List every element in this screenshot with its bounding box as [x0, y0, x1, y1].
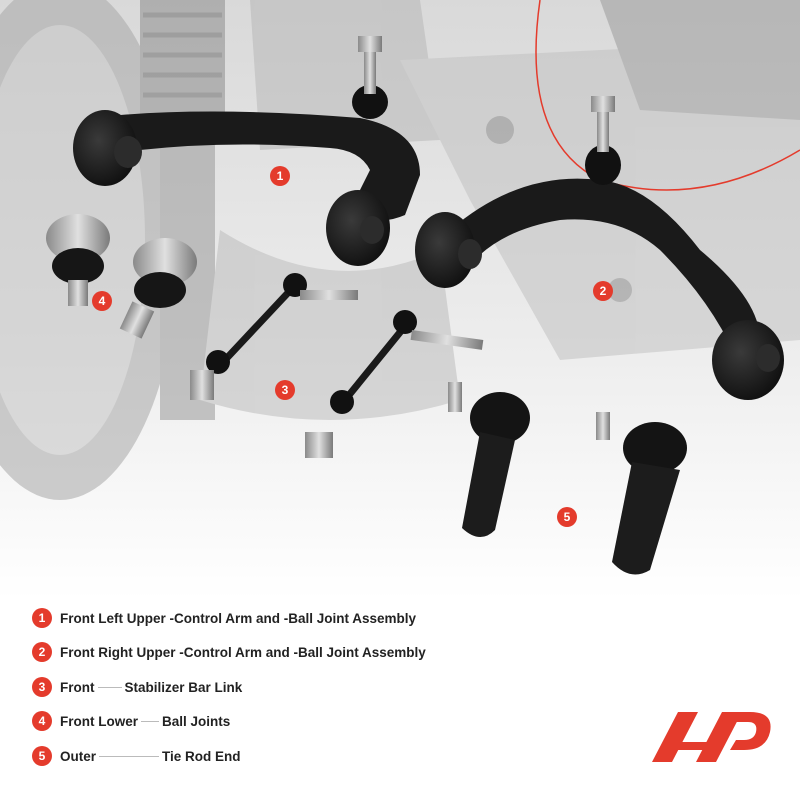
legend-number-5: 5	[32, 746, 52, 766]
legend-divider-4	[141, 720, 159, 722]
legend-label-5-suffix: Tie Rod End	[162, 748, 241, 764]
right-upper-control-arm	[415, 96, 784, 400]
legend-number-2: 2	[32, 642, 52, 662]
lower-ball-joints	[46, 214, 197, 339]
stabilizer-bar-links	[190, 273, 484, 458]
legend-item-3: 3 Front Stabilizer Bar Link	[32, 676, 242, 698]
legend-number-3: 3	[32, 677, 52, 697]
marker-5: 5	[557, 507, 577, 527]
tie-rod-ends	[448, 382, 687, 575]
marker-3: 3	[275, 380, 295, 400]
legend-number-4: 4	[32, 711, 52, 731]
legend-label-5-prefix: Outer	[60, 748, 97, 764]
legend-item-4: 4 Front Lower Ball Joints	[32, 710, 230, 732]
left-upper-control-arm	[73, 36, 420, 266]
legend-divider-3	[97, 686, 122, 688]
a-premium-logo	[652, 712, 771, 762]
legend-divider-5	[99, 755, 160, 757]
legend-label-3-prefix: Front	[60, 679, 95, 695]
marker-2: 2	[593, 281, 613, 301]
legend-item-5: 5 Outer Tie Rod End	[32, 745, 241, 767]
legend-label-4-prefix: Front Lower	[60, 713, 138, 729]
legend-number-1: 1	[32, 608, 52, 628]
legend-label-4-suffix: Ball Joints	[162, 713, 231, 729]
legend-label-1: Front Left Upper -Control Arm and -Ball …	[60, 610, 417, 626]
parts-photo	[0, 0, 800, 600]
legend-label-3-suffix: Stabilizer Bar Link	[124, 679, 243, 695]
marker-4: 4	[92, 291, 112, 311]
legend-label-2: Front Right Upper -Control Arm and -Ball…	[60, 644, 426, 660]
legend-item-2: 2 Front Right Upper -Control Arm and -Ba…	[32, 641, 426, 663]
legend-item-1: 1 Front Left Upper -Control Arm and -Bal…	[32, 607, 416, 629]
marker-1: 1	[270, 166, 290, 186]
